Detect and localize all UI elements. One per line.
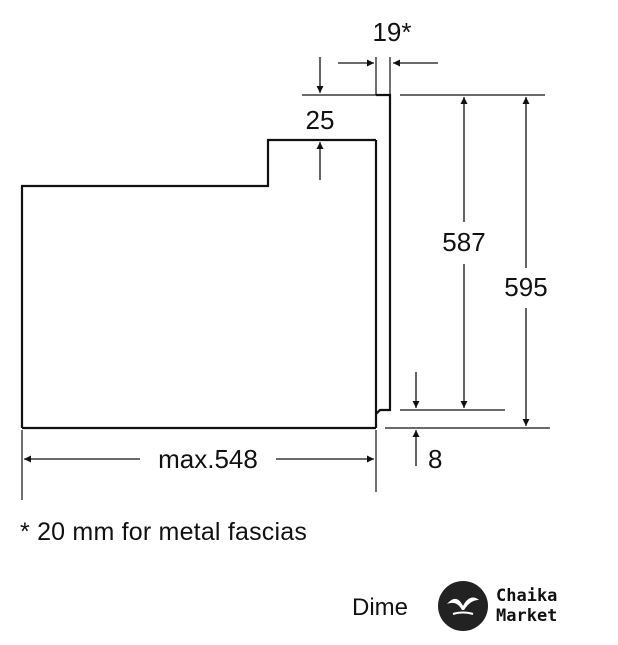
footnote-text: * 20 mm for metal fascias	[20, 518, 308, 546]
watermark-logo: Chaika Market	[428, 572, 618, 640]
dim-587-label: 587	[442, 227, 485, 257]
dim-25-label: 25	[306, 105, 335, 135]
front-panel-outline	[375, 93, 392, 415]
logo-line1: Chaika	[496, 586, 558, 606]
oven-body-outline	[20, 138, 376, 428]
caption-partial: Dime	[352, 594, 409, 621]
dim-548-label: max.548	[158, 444, 258, 474]
dim-19-label: 19*	[372, 17, 411, 47]
dim-595-label: 595	[504, 272, 547, 302]
seagull-icon	[438, 581, 488, 631]
logo-line2: Market	[496, 606, 558, 626]
logo-text: Chaika Market	[496, 586, 557, 626]
dim-8-label: 8	[428, 444, 442, 474]
